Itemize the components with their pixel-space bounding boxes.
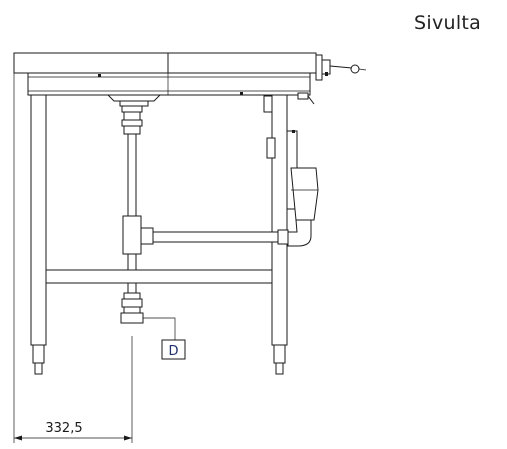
sink-bowl — [106, 94, 162, 107]
table-top — [13, 52, 317, 96]
view-title: Sivulta — [414, 12, 482, 34]
callout-label: D — [168, 344, 178, 359]
callout-d: D — [143, 317, 186, 360]
table-legs — [30, 94, 288, 375]
side-unit — [266, 130, 319, 247]
tap-assembly — [263, 54, 367, 113]
cross-rail — [45, 269, 273, 284]
drain-pipe — [120, 105, 279, 324]
dimension-line: 332,5 — [13, 73, 133, 443]
dimension-value: 332,5 — [45, 421, 82, 436]
